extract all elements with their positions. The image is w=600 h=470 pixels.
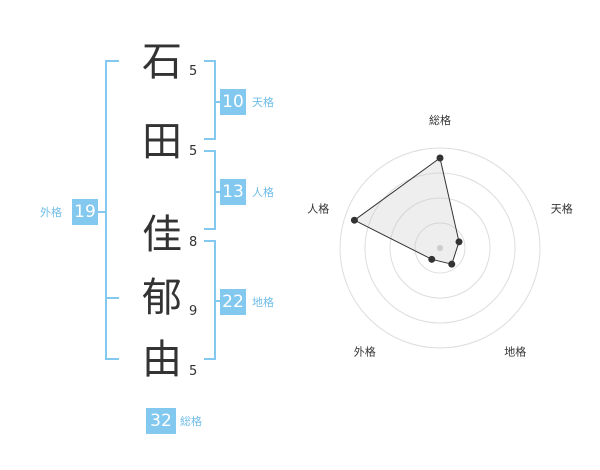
soukaku-value-badge: 32 bbox=[146, 408, 176, 434]
jinkaku-value-badge: 13 bbox=[220, 179, 246, 205]
radar-polygon bbox=[353, 157, 460, 265]
name-char-2: 田 bbox=[142, 119, 182, 165]
radar-point bbox=[436, 154, 444, 162]
radar-point bbox=[448, 260, 456, 268]
radar-point bbox=[428, 255, 436, 263]
radar-axis-label: 地格 bbox=[504, 345, 526, 359]
chikaku-value-badge: 22 bbox=[220, 289, 246, 315]
jinkaku-label: 人格 bbox=[252, 186, 274, 199]
stroke-count-2: 5 bbox=[189, 144, 198, 159]
radar-point bbox=[455, 238, 463, 246]
tenkaku-label: 天格 bbox=[252, 96, 274, 109]
radar-ring bbox=[339, 147, 541, 349]
gaikaku-value-badge: 19 bbox=[72, 199, 98, 225]
soukaku-label: 総格 bbox=[180, 415, 202, 428]
stroke-count-5: 5 bbox=[189, 364, 198, 379]
radar-axis-label: 総格 bbox=[429, 113, 451, 127]
radar-axis-label: 天格 bbox=[551, 201, 573, 215]
name-char-4: 郁 bbox=[142, 275, 182, 321]
radar-ring bbox=[364, 172, 516, 324]
gaikaku-label: 外格 bbox=[40, 206, 62, 219]
name-char-1: 石 bbox=[142, 39, 182, 85]
stroke-count-4: 9 bbox=[189, 304, 198, 319]
radar-ring bbox=[414, 222, 466, 274]
radar-center-dot bbox=[437, 245, 443, 251]
radar-point bbox=[350, 216, 358, 224]
radar-ring bbox=[389, 197, 491, 299]
radar-axis-label: 外格 bbox=[354, 345, 376, 359]
stroke-count-1: 5 bbox=[189, 64, 198, 79]
name-char-3: 佳 bbox=[142, 212, 182, 258]
radar-axis-label: 人格 bbox=[307, 201, 329, 215]
chikaku-label: 地格 bbox=[252, 296, 274, 309]
stroke-count-3: 8 bbox=[189, 235, 198, 250]
tenkaku-value-badge: 10 bbox=[220, 89, 246, 115]
name-char-5: 由 bbox=[142, 337, 182, 383]
